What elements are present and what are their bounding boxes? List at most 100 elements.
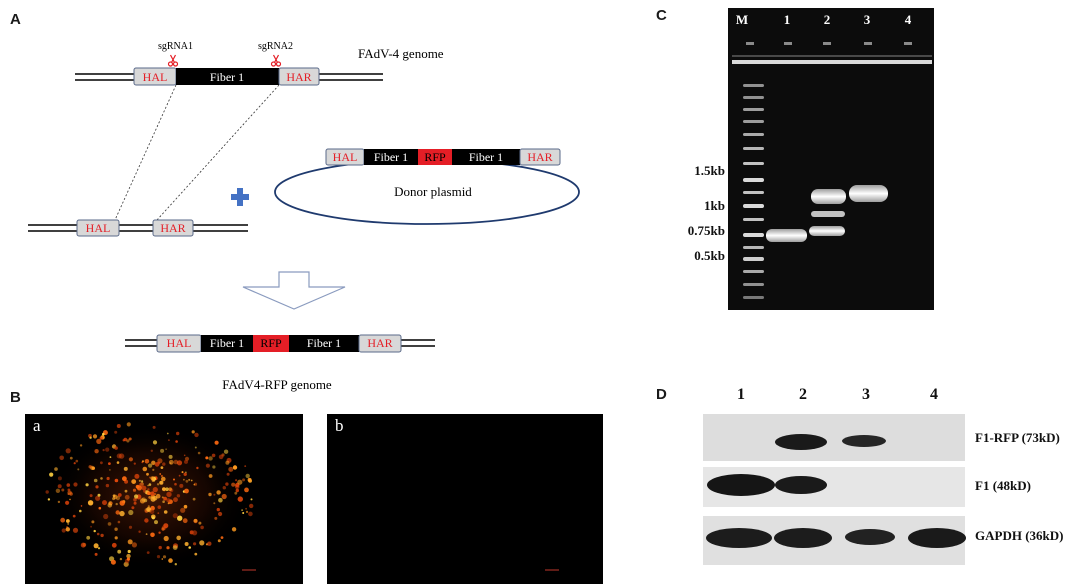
fluorescent-cell [194,552,198,556]
excised-arms: HAL HAR [28,219,248,237]
fluorescent-cell [218,511,223,517]
rfp-label: RFP [260,336,282,350]
fluorescent-cell [93,478,98,483]
fluorescent-cell [57,476,62,481]
fluorescent-cell [110,502,113,504]
fluorescence-image-a: a [25,414,303,584]
fluorescent-cell [193,518,198,523]
fluorescent-cell [188,546,191,549]
har-arm [519,148,561,166]
agarose-gel-image: M 1 2 3 4 [728,8,934,310]
fluorescent-cell [156,555,161,559]
fluorescent-cell [128,525,133,529]
fluorescent-cell [79,509,82,513]
fluorescent-cell [242,512,245,514]
fiber1-segment [201,335,253,352]
har-arm [152,219,194,237]
fluorescent-cell [115,495,121,501]
fluorescent-cell [45,490,49,494]
fluorescent-cell [79,444,83,447]
fluorescent-cell [216,490,221,495]
fluorescent-cell [94,449,99,454]
western-blot-gapdh: GAPDH (36kD) [703,516,1063,565]
fiber1-segment [289,335,359,352]
fluorescent-cell [163,523,169,529]
fluorescent-cell [194,432,199,438]
fluorescent-cell [245,507,248,510]
fluorescent-cell [100,461,103,465]
fluorescent-cell [65,527,71,532]
fluorescent-cell [158,531,161,534]
fluorescent-cell [131,506,135,510]
fluorescent-cell [192,497,196,501]
fluorescent-cell [237,479,243,485]
fluorescent-cell [146,507,152,512]
fluorescent-cell [182,518,188,524]
fluorescent-cell [159,473,162,475]
fluorescent-cell [197,451,201,455]
fluorescent-cell [200,525,204,530]
fluorescent-cells [45,422,254,567]
fluorescent-cell [241,509,244,511]
fluorescent-cell [225,482,229,486]
blot-band [908,528,966,548]
fluorescent-cell [166,546,170,550]
fluorescent-cell [147,484,149,487]
gel-lane-label-4: 4 [905,12,912,27]
fluorescent-cell [222,486,226,490]
fluorescent-cell [205,456,209,460]
fluorescent-cell [173,497,178,503]
fluorescent-cell [67,488,71,492]
fluorescent-cell [128,509,134,516]
fluorescent-cell [234,484,240,490]
fluorescent-cell [163,489,166,492]
fluorescent-cell [211,453,216,458]
hal-label: HAL [167,336,192,350]
fluorescent-cell [141,485,147,491]
fluorescent-cell [119,510,125,517]
fluorescent-cell [124,489,128,493]
fluorescent-cell [95,485,99,489]
fluorescent-cell [212,465,216,469]
fluorescent-cell [57,484,62,489]
fluorescent-cell [176,535,181,541]
fluorescent-cell [66,519,70,523]
fluorescent-cell [156,483,160,486]
fiber1-label: Fiber 1 [210,70,244,84]
fluorescent-cell [72,527,79,533]
fluorescent-cell [114,430,118,434]
fluorescent-cell [205,463,210,468]
fluorescent-cell [127,549,131,554]
gel-band-lane2-low [809,226,845,236]
fluorescent-cell [133,497,137,502]
blot-row-label-f1-rfp: F1-RFP (73kD) [975,430,1060,445]
fluorescent-cell [119,500,125,506]
fluorescent-cell [191,430,195,434]
fluorescent-cell [152,495,158,501]
fluorescent-cell [141,497,146,502]
gel-band-lane1 [766,229,807,242]
fluorescent-cell [57,500,61,504]
blot-band [775,434,827,450]
fluorescent-cell [114,446,118,450]
fluorescent-cell [178,474,181,477]
fluorescent-cell [214,516,218,520]
panel-b: B a b [10,389,603,584]
fluorescent-cell [198,521,202,525]
dna-ladder [743,84,764,299]
fluorescent-cell [106,476,110,481]
fluorescent-cell [114,536,118,540]
fluorescent-cell [123,466,128,471]
fluorescent-cell [131,479,137,484]
fluorescent-cell [179,483,184,488]
fluorescent-cell [109,456,112,458]
fluorescent-cell [67,522,70,525]
fluorescent-cell [168,459,174,465]
fluorescent-cell [160,474,163,478]
blot-band [845,529,895,545]
western-blot-f1-rfp: F1-RFP (73kD) [703,414,1060,461]
fluorescent-cell [142,460,144,463]
fluorescent-cell [160,466,164,469]
fluorescent-cell [100,533,104,538]
